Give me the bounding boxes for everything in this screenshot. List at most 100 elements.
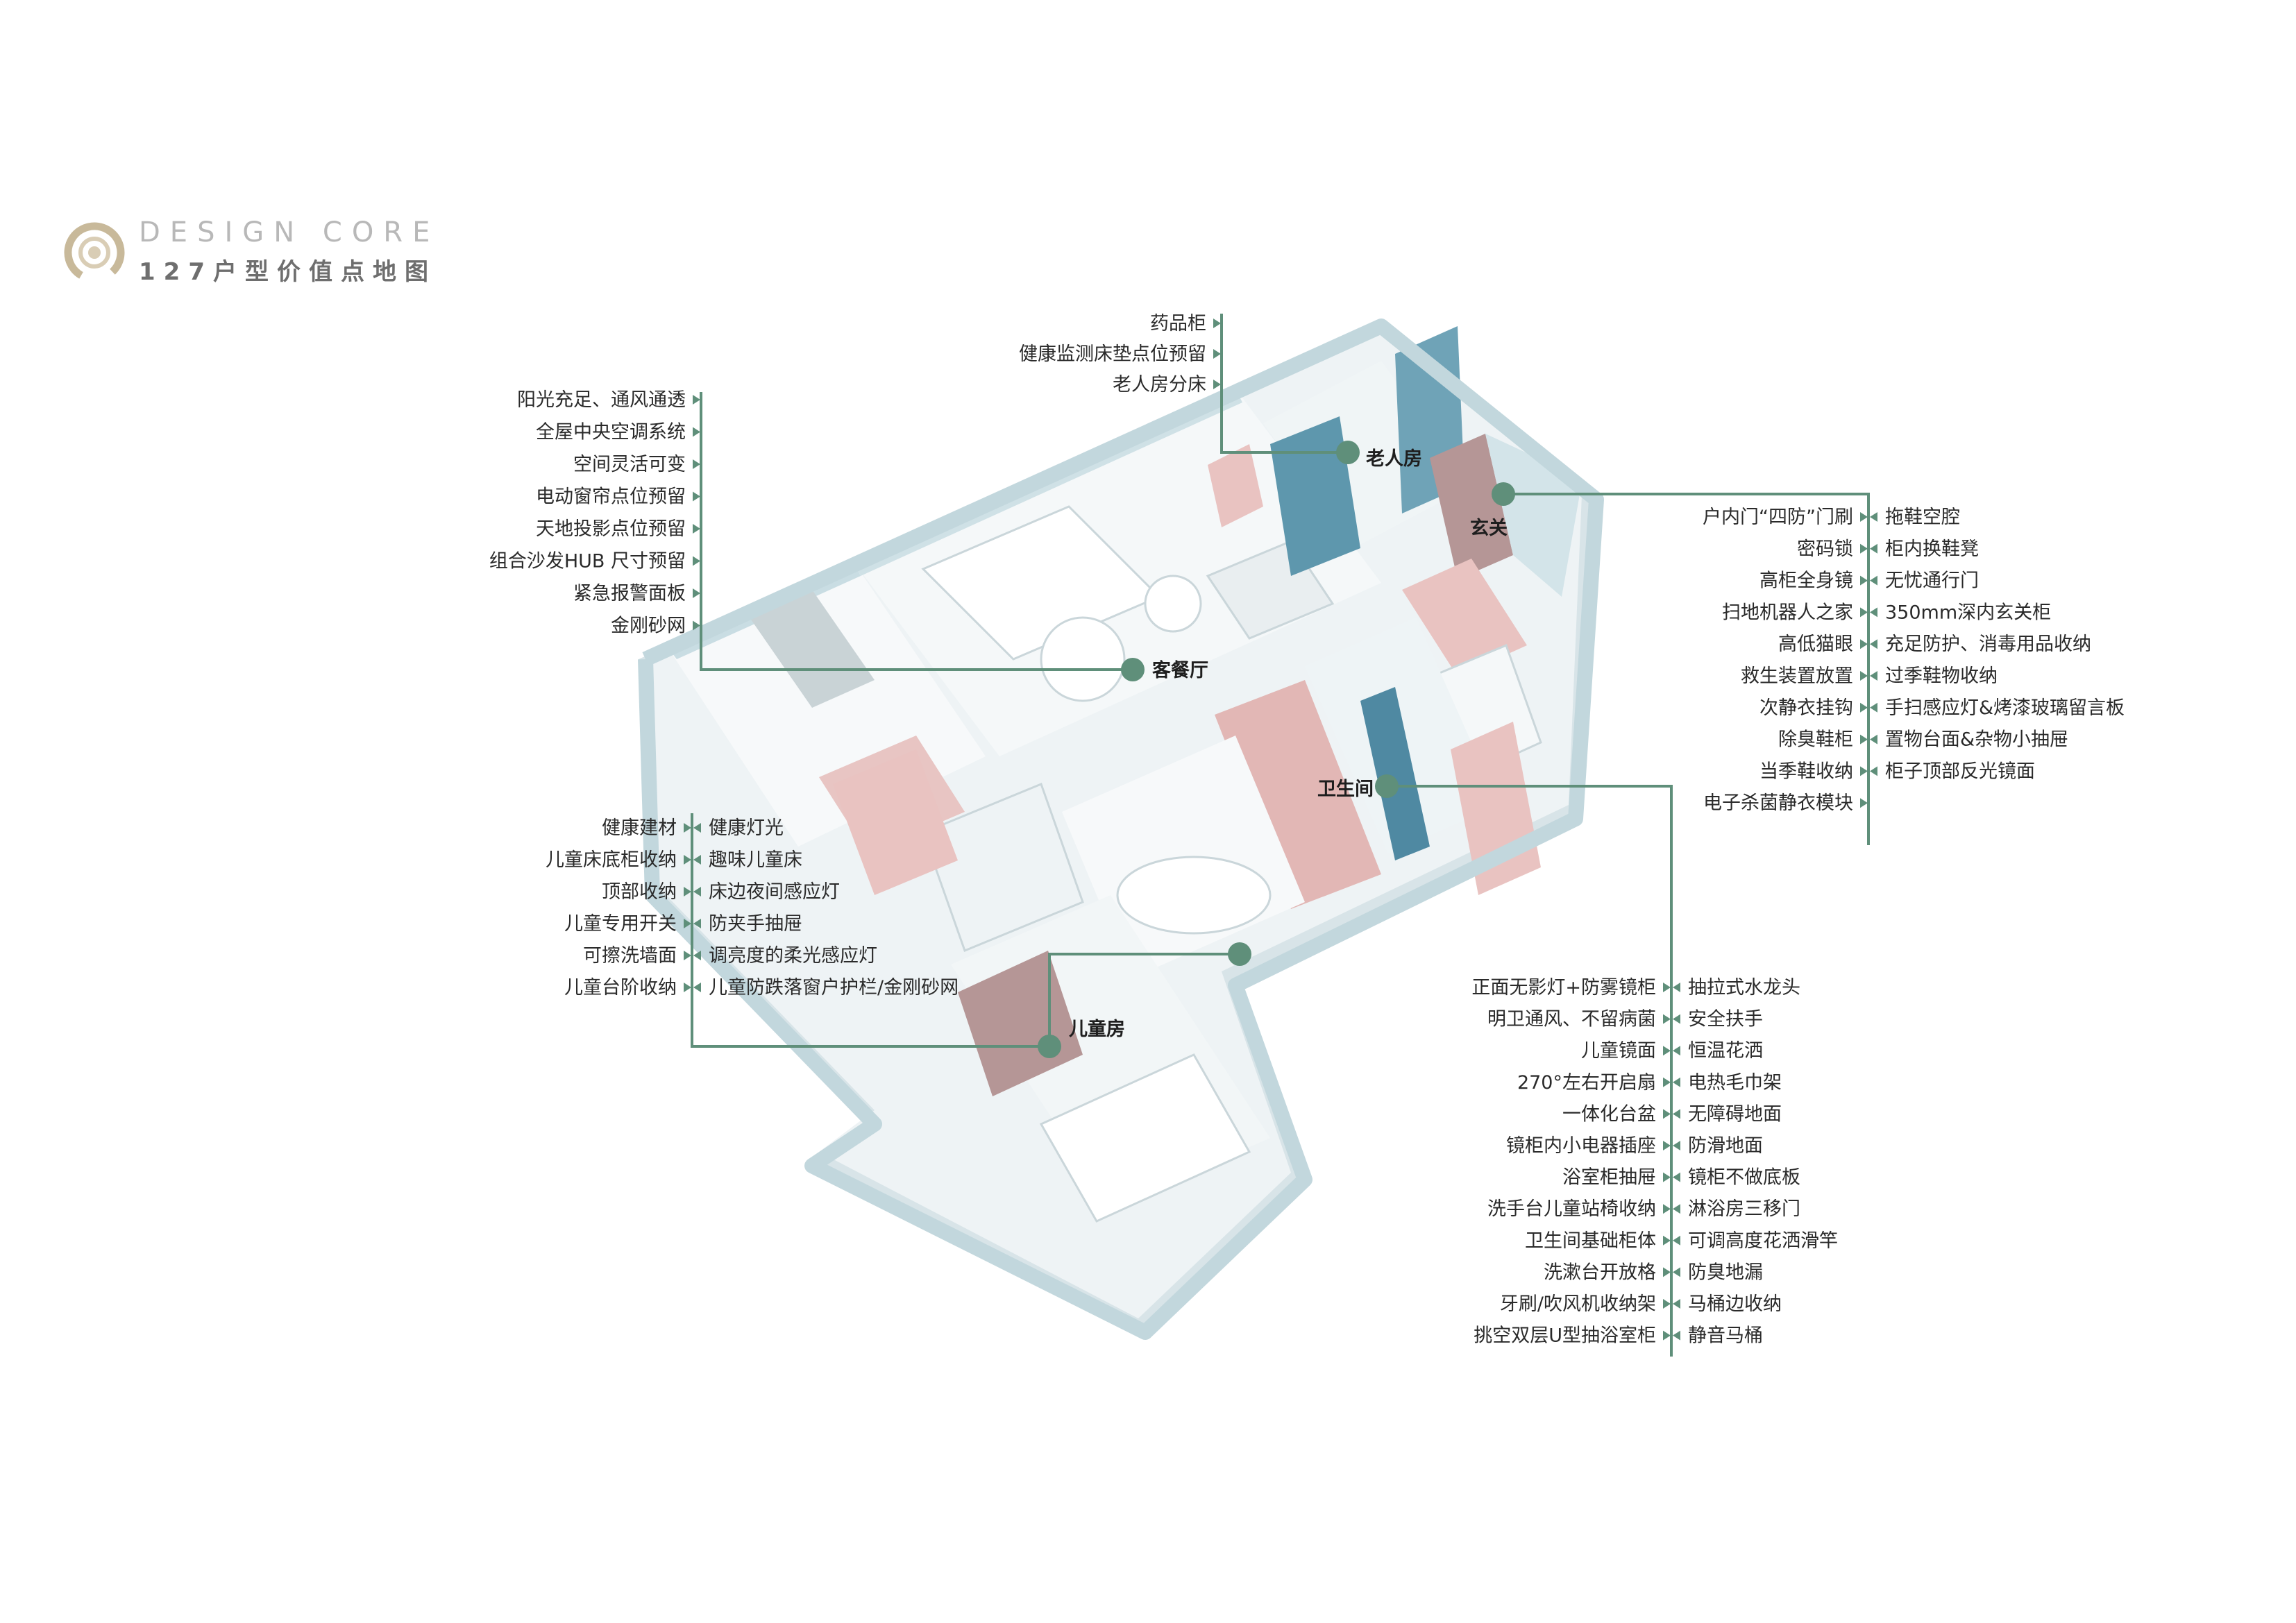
pointer-triangle-icon — [1860, 639, 1868, 649]
feature-item: 充足防护、消毒用品收纳 — [1885, 634, 2091, 655]
feature-item: 过季鞋物收纳 — [1885, 665, 1998, 687]
pointer-triangle-icon — [1663, 1204, 1671, 1214]
pointer-triangle-icon — [1663, 1330, 1671, 1341]
pointer-triangle-icon — [1860, 607, 1868, 618]
pointer-triangle-icon — [1860, 543, 1868, 554]
feature-item: 抽拉式水龙头 — [1688, 977, 1800, 999]
feature-item: 药品柜 — [1150, 313, 1206, 334]
feature-item: 天地投影点位预留 — [536, 518, 686, 540]
feature-item: 镜柜内小电器插座 — [1506, 1135, 1656, 1157]
brand-subtitle: 127户型价值点地图 — [139, 258, 437, 286]
pointer-triangle-icon — [1663, 1077, 1671, 1087]
pointer-triangle-icon — [1673, 1267, 1680, 1277]
pointer-triangle-icon — [1870, 543, 1877, 554]
feature-item: 无障碍地面 — [1688, 1103, 1782, 1125]
feature-item: 除臭鞋柜 — [1778, 729, 1853, 751]
feature-item: 救生装置放置 — [1741, 665, 1853, 687]
pointer-triangle-icon — [693, 983, 701, 992]
feature-item: 静音马桶 — [1688, 1325, 1763, 1347]
pointer-triangle-icon — [1870, 766, 1877, 776]
feature-item: 350mm深内玄关柜 — [1885, 602, 2051, 623]
feature-item: 卫生间基础柜体 — [1525, 1230, 1656, 1252]
feature-item: 健康灯光 — [709, 817, 784, 839]
pointer-triangle-icon — [693, 919, 701, 928]
feature-item: 马桶边收纳 — [1688, 1293, 1782, 1315]
feature-item: 组合沙发HUB 尺寸预留 — [489, 551, 686, 572]
brand-title: DESIGN CORE — [139, 216, 440, 248]
room-label-entry: 玄关 — [1470, 517, 1508, 539]
pointer-triangle-icon — [693, 395, 700, 405]
marker-kids — [1038, 1035, 1061, 1058]
feature-item: 紧急报警面板 — [573, 583, 686, 604]
pointer-triangle-icon — [1870, 512, 1877, 522]
feature-item: 健康建材 — [602, 817, 677, 839]
brand-block: DESIGN CORE 127户型价值点地图 — [61, 216, 478, 293]
pointer-triangle-icon — [1870, 702, 1877, 713]
pointer-triangle-icon — [1663, 1046, 1671, 1056]
marker-entry — [1492, 482, 1515, 506]
feature-item: 置物台面&杂物小抽屉 — [1885, 729, 2068, 751]
pointer-triangle-icon — [693, 855, 701, 865]
feature-item: 拖鞋空腔 — [1885, 507, 1960, 528]
feature-item: 可调高度花洒滑竿 — [1688, 1230, 1838, 1252]
feature-item: 老人房分床 — [1113, 374, 1206, 396]
pointer-triangle-icon — [1870, 671, 1877, 681]
feature-item: 安全扶手 — [1688, 1009, 1763, 1030]
pointer-triangle-icon — [1213, 380, 1221, 389]
pointer-triangle-icon — [693, 427, 700, 437]
pointer-triangle-icon — [1663, 1299, 1671, 1309]
feature-item: 儿童专用开关 — [564, 913, 677, 935]
feature-item: 浴室柜抽屉 — [1562, 1167, 1656, 1189]
pointer-triangle-icon — [1663, 1141, 1671, 1150]
pointer-triangle-icon — [1870, 607, 1877, 618]
pointer-triangle-icon — [1673, 1109, 1680, 1119]
pointer-triangle-icon — [684, 855, 691, 865]
marker-dining — [1228, 942, 1251, 966]
feature-item: 一体化台盆 — [1562, 1103, 1656, 1125]
feature-item: 防夹手抽屉 — [709, 913, 802, 935]
feature-item: 当季鞋收纳 — [1759, 760, 1853, 782]
feature-item: 儿童台阶收纳 — [564, 977, 677, 999]
feature-item: 高低猫眼 — [1778, 634, 1853, 655]
pointer-triangle-icon — [693, 620, 700, 631]
pointer-triangle-icon — [1870, 639, 1877, 649]
feature-item: 调亮度的柔光感应灯 — [709, 945, 877, 967]
pointer-triangle-icon — [693, 556, 700, 566]
feature-item: 防滑地面 — [1688, 1135, 1763, 1157]
pointer-triangle-icon — [1673, 1235, 1680, 1246]
feature-item: 顶部收纳 — [602, 881, 677, 903]
pointer-triangle-icon — [684, 983, 691, 992]
room-label-kids: 儿童房 — [1069, 1018, 1125, 1040]
pointer-triangle-icon — [684, 823, 691, 833]
feature-item: 洗手台儿童站椅收纳 — [1487, 1198, 1656, 1220]
feature-item: 趣味儿童床 — [709, 849, 802, 871]
feature-item: 柜内换鞋凳 — [1885, 538, 1979, 560]
pointer-triangle-icon — [684, 919, 691, 928]
feature-item: 次静衣挂钩 — [1759, 697, 1853, 719]
feature-item: 正面无影灯+防雾镜柜 — [1471, 977, 1656, 999]
pointer-triangle-icon — [693, 588, 700, 598]
feature-item: 电动窗帘点位预留 — [536, 486, 686, 508]
pointer-triangle-icon — [693, 823, 701, 833]
feature-item: 电热毛巾架 — [1688, 1072, 1782, 1094]
pointer-triangle-icon — [1860, 671, 1868, 681]
pointer-triangle-icon — [1673, 1046, 1680, 1056]
pointer-triangle-icon — [693, 887, 701, 897]
feature-item: 防臭地漏 — [1688, 1261, 1763, 1283]
design-core-logo-icon — [64, 222, 125, 283]
feature-item: 淋浴房三移门 — [1688, 1198, 1800, 1220]
feature-item: 阳光充足、通风通透 — [517, 389, 686, 411]
pointer-triangle-icon — [1860, 512, 1868, 522]
feature-item: 户内门“四防”门刷 — [1703, 507, 1853, 528]
feature-item: 明卫通风、不留病菌 — [1487, 1009, 1656, 1030]
pointer-triangle-icon — [1860, 575, 1868, 586]
pointer-triangle-icon — [1663, 983, 1671, 992]
pointer-triangle-icon — [1673, 1330, 1680, 1341]
room-label-elder: 老人房 — [1366, 448, 1422, 470]
pointer-triangle-icon — [1673, 1299, 1680, 1309]
pointer-triangle-icon — [693, 951, 701, 960]
marker-elder — [1336, 441, 1360, 464]
feature-item: 电子杀菌静衣模块 — [1703, 792, 1853, 814]
floorplan-3d — [638, 318, 1604, 1340]
